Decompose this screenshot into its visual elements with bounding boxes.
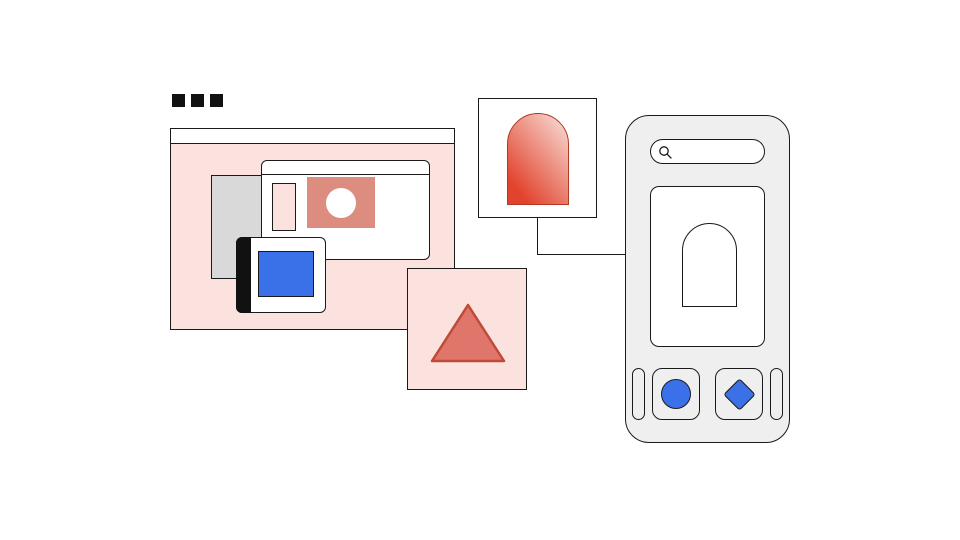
search-bar bbox=[650, 139, 765, 164]
circle-button bbox=[652, 368, 700, 420]
menu-dot bbox=[172, 94, 185, 107]
connector-line-vertical bbox=[537, 218, 538, 254]
blue-block bbox=[258, 251, 314, 297]
book-card bbox=[236, 237, 326, 313]
dome-frame bbox=[478, 98, 597, 218]
blue-circle-icon bbox=[661, 379, 691, 409]
menu-dot bbox=[191, 94, 204, 107]
blue-diamond-icon bbox=[722, 377, 756, 411]
book-spine bbox=[236, 237, 251, 313]
right-edge-tab bbox=[770, 368, 783, 420]
media-card-titlebar bbox=[262, 161, 429, 175]
arch-door-shape bbox=[682, 223, 737, 307]
menu-dots-icon bbox=[172, 94, 223, 107]
triangle-icon bbox=[430, 303, 506, 363]
image-thumbnail bbox=[307, 177, 375, 228]
left-edge-tab bbox=[632, 368, 645, 420]
search-icon bbox=[659, 145, 672, 159]
white-circle-icon bbox=[326, 187, 356, 218]
media-card bbox=[261, 160, 430, 260]
phone-screen bbox=[650, 186, 765, 347]
pink-block bbox=[272, 183, 296, 231]
gradient-dome-shape bbox=[507, 113, 569, 205]
triangle-frame bbox=[407, 268, 527, 390]
diamond-button bbox=[715, 368, 763, 420]
phone-device bbox=[625, 115, 790, 443]
browser-titlebar bbox=[171, 129, 454, 144]
menu-dot bbox=[210, 94, 223, 107]
connector-line-horizontal bbox=[537, 254, 651, 255]
